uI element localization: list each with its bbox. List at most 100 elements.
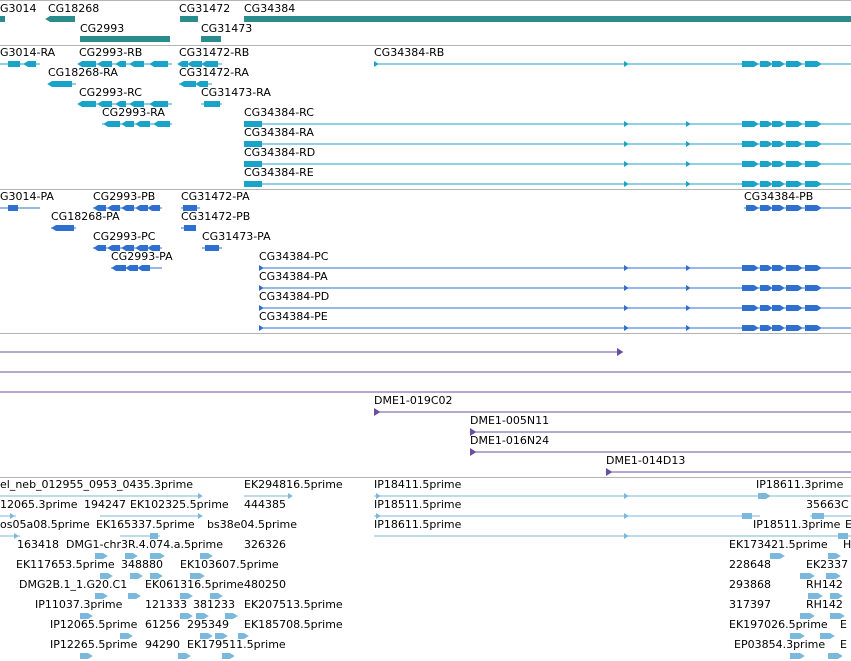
protein-glyph[interactable]: [152, 245, 160, 251]
protein-glyph[interactable]: [140, 205, 148, 211]
transcript-glyph[interactable]: [760, 161, 768, 167]
est-label[interactable]: IP12265.5prime: [50, 638, 138, 651]
est-glyph[interactable]: [810, 613, 815, 619]
est-label[interactable]: EK117653.5prime: [16, 558, 115, 571]
protein-glyph[interactable]: [686, 265, 691, 271]
transcript-glyph[interactable]: [742, 61, 754, 67]
est-glyph[interactable]: [14, 533, 19, 539]
protein-glyph[interactable]: [98, 245, 106, 251]
est-label[interactable]: 228648: [729, 558, 771, 571]
protein-glyph[interactable]: [768, 305, 773, 311]
clone-label[interactable]: DME1-019C02: [374, 394, 453, 407]
protein-glyph[interactable]: [772, 265, 780, 271]
gene-label[interactable]: G3014: [0, 2, 37, 15]
transcript-glyph[interactable]: [805, 161, 817, 167]
protein-glyph[interactable]: [130, 265, 138, 271]
transcript-glyph[interactable]: [798, 141, 803, 147]
est-glyph[interactable]: [158, 573, 163, 579]
protein-glyph[interactable]: [760, 285, 768, 291]
est-label[interactable]: 61256: [145, 618, 180, 631]
protein-glyph[interactable]: [107, 245, 112, 251]
est-glyph[interactable]: [790, 653, 800, 659]
est-label[interactable]: EK103607.5prime: [180, 558, 279, 571]
est-glyph[interactable]: [838, 653, 843, 659]
transcript-glyph[interactable]: [786, 121, 798, 127]
transcript-glyph[interactable]: [108, 121, 120, 127]
est-label[interactable]: 293868: [729, 578, 771, 591]
transcript-glyph[interactable]: [786, 61, 798, 67]
protein-glyph[interactable]: [786, 265, 798, 271]
protein-glyph[interactable]: [624, 305, 629, 311]
protein-glyph[interactable]: [760, 205, 768, 211]
est-label[interactable]: 35663C: [806, 498, 849, 511]
protein-glyph[interactable]: [121, 245, 126, 251]
protein-glyph[interactable]: [817, 305, 822, 311]
protein-glyph[interactable]: [805, 205, 817, 211]
est-label[interactable]: EK2337: [806, 558, 849, 571]
protein-glyph[interactable]: [56, 225, 74, 231]
transcript-glyph[interactable]: [244, 163, 851, 165]
est-glyph[interactable]: [770, 553, 780, 559]
est-glyph[interactable]: [758, 493, 766, 499]
protein-glyph[interactable]: [772, 285, 780, 291]
transcript-glyph[interactable]: [786, 161, 798, 167]
est-glyph[interactable]: [180, 593, 188, 599]
transcript-label[interactable]: CG34384-RB: [374, 46, 445, 59]
transcript-glyph[interactable]: [184, 81, 196, 87]
protein-glyph[interactable]: [786, 285, 798, 291]
protein-glyph[interactable]: [798, 305, 803, 311]
transcript-glyph[interactable]: [686, 161, 691, 167]
transcript-glyph[interactable]: [82, 101, 96, 107]
est-label[interactable]: IP11037.3prime: [35, 598, 123, 611]
est-label[interactable]: IP18511.5prime: [374, 498, 462, 511]
transcript-glyph[interactable]: [129, 61, 134, 67]
protein-glyph[interactable]: [259, 305, 264, 311]
clone-glyph[interactable]: [374, 411, 851, 413]
est-glyph[interactable]: [230, 653, 235, 659]
clone-glyph[interactable]: [606, 471, 851, 473]
est-label[interactable]: bs38e04.5prime: [207, 518, 298, 531]
clone-label[interactable]: DME1-005N11: [470, 414, 550, 427]
protein-glyph[interactable]: [259, 287, 851, 289]
est-label[interactable]: EK185708.5prime: [244, 618, 343, 631]
est-label[interactable]: 444385: [244, 498, 286, 511]
est-label[interactable]: 94290: [145, 638, 180, 651]
transcript-glyph[interactable]: [244, 183, 851, 185]
est-glyph[interactable]: [160, 553, 165, 559]
transcript-glyph[interactable]: [244, 123, 851, 125]
gene-glyph[interactable]: [45, 16, 50, 22]
transcript-glyph[interactable]: [149, 61, 154, 67]
est-label[interactable]: EK102325.5prime: [130, 498, 229, 511]
clone-glyph[interactable]: [0, 391, 851, 393]
transcript-glyph[interactable]: [772, 141, 780, 147]
protein-glyph[interactable]: [786, 205, 798, 211]
est-glyph[interactable]: [95, 553, 103, 559]
protein-label[interactable]: G3014-PA: [0, 190, 54, 203]
transcript-glyph[interactable]: [374, 61, 379, 67]
est-glyph[interactable]: [150, 533, 158, 539]
transcript-glyph[interactable]: [126, 121, 134, 127]
est-glyph[interactable]: [208, 553, 213, 559]
transcript-glyph[interactable]: [23, 61, 28, 67]
protein-glyph[interactable]: [205, 245, 219, 251]
est-glyph[interactable]: [150, 573, 158, 579]
protein-glyph[interactable]: [754, 325, 759, 331]
est-glyph[interactable]: [838, 533, 848, 539]
transcript-label[interactable]: CG2993-RB: [79, 46, 143, 59]
protein-glyph[interactable]: [686, 285, 691, 291]
est-label[interactable]: 12065.3prime: [0, 498, 78, 511]
est-glyph[interactable]: [128, 593, 136, 599]
transcript-glyph[interactable]: [135, 121, 140, 127]
transcript-glyph[interactable]: [624, 181, 629, 187]
est-glyph[interactable]: [210, 593, 218, 599]
transcript-glyph[interactable]: [624, 141, 629, 147]
est-glyph[interactable]: [200, 573, 205, 579]
est-glyph[interactable]: [120, 633, 128, 639]
est-glyph[interactable]: [108, 573, 113, 579]
transcript-glyph[interactable]: [192, 61, 202, 67]
protein-glyph[interactable]: [798, 325, 803, 331]
transcript-glyph[interactable]: [780, 61, 785, 67]
est-glyph[interactable]: [830, 613, 840, 619]
transcript-glyph[interactable]: [102, 101, 112, 107]
est-glyph[interactable]: [222, 653, 230, 659]
